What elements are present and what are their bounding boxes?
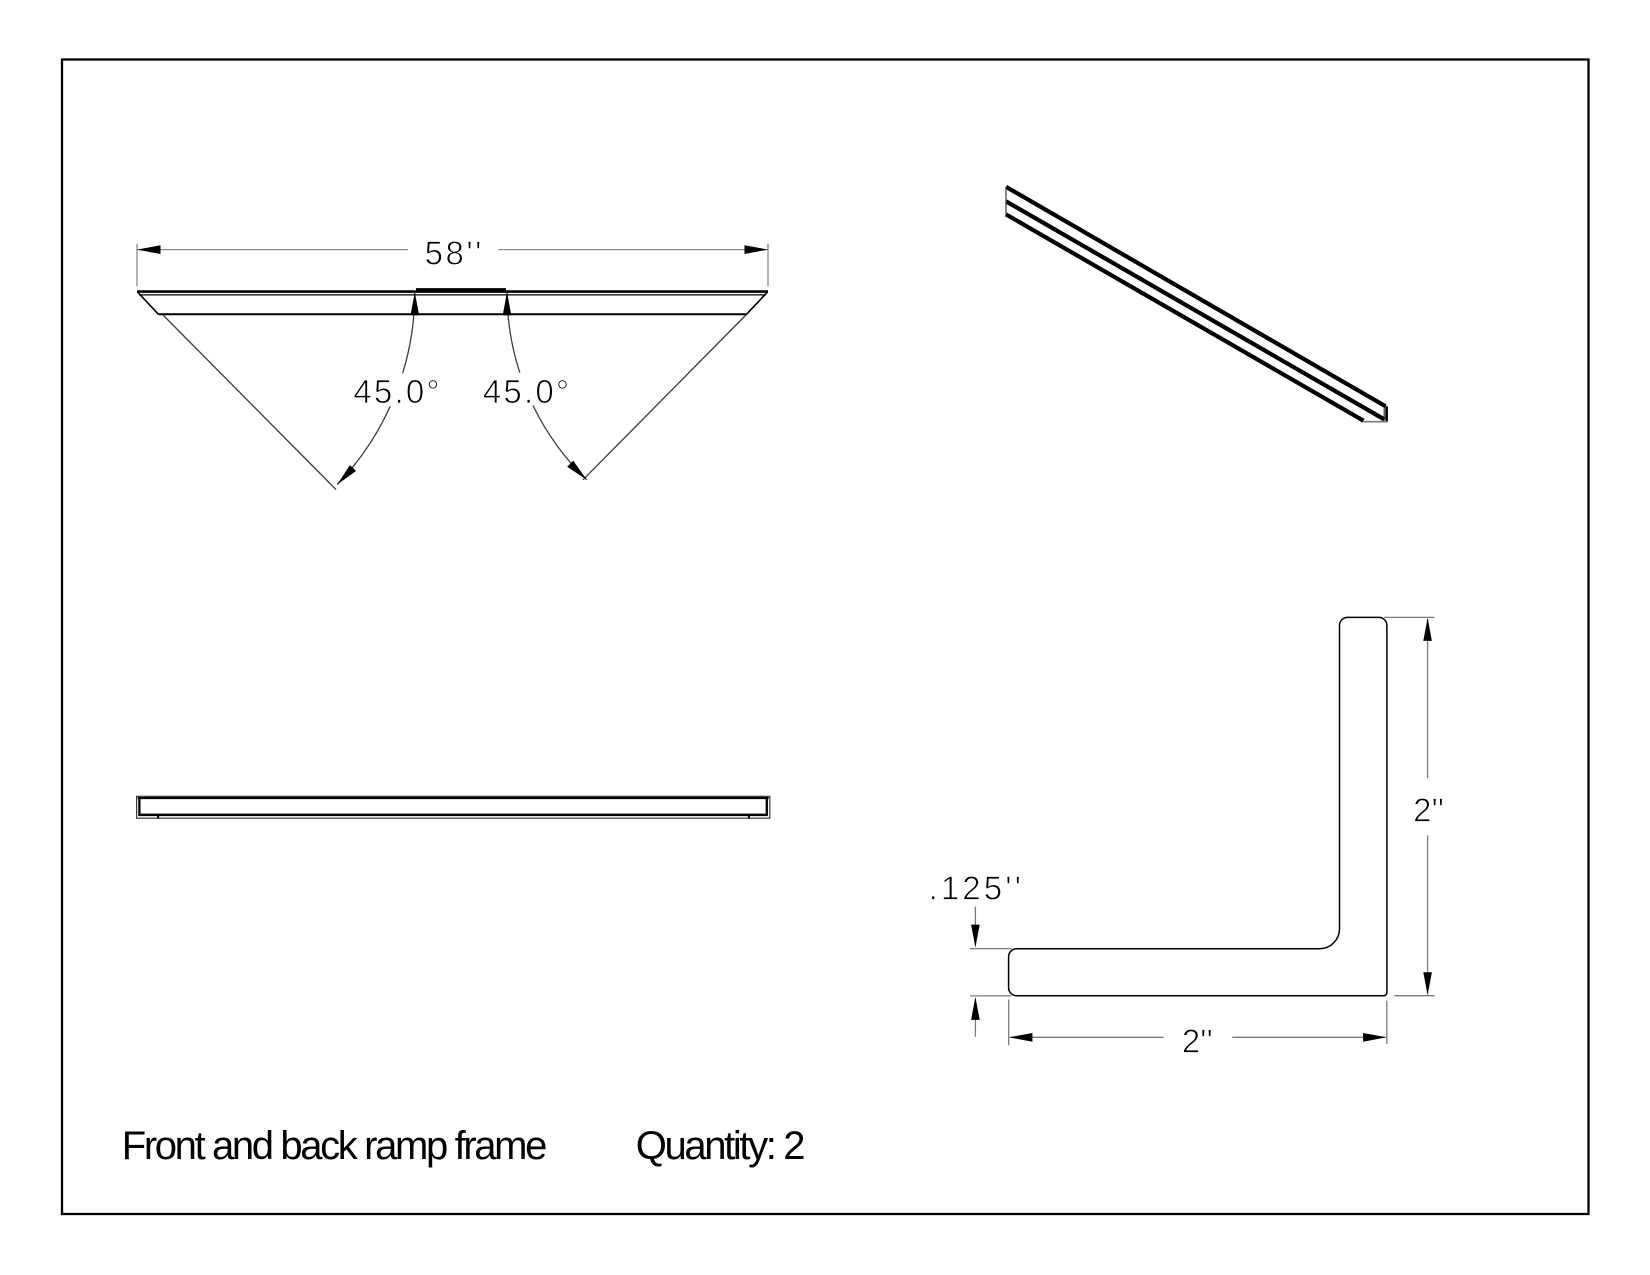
svg-text:.125'': .125''	[929, 870, 1024, 907]
svg-text:58'': 58''	[425, 235, 484, 272]
svg-text:2'': 2''	[1413, 792, 1444, 829]
svg-text:Quantity: 2: Quantity: 2	[636, 1124, 804, 1168]
svg-text:45.0°: 45.0°	[483, 373, 571, 410]
svg-text:45.0°: 45.0°	[353, 373, 441, 410]
svg-text:2'': 2''	[1182, 1023, 1213, 1060]
svg-text:Front and back ramp frame: Front and back ramp frame	[122, 1124, 546, 1168]
